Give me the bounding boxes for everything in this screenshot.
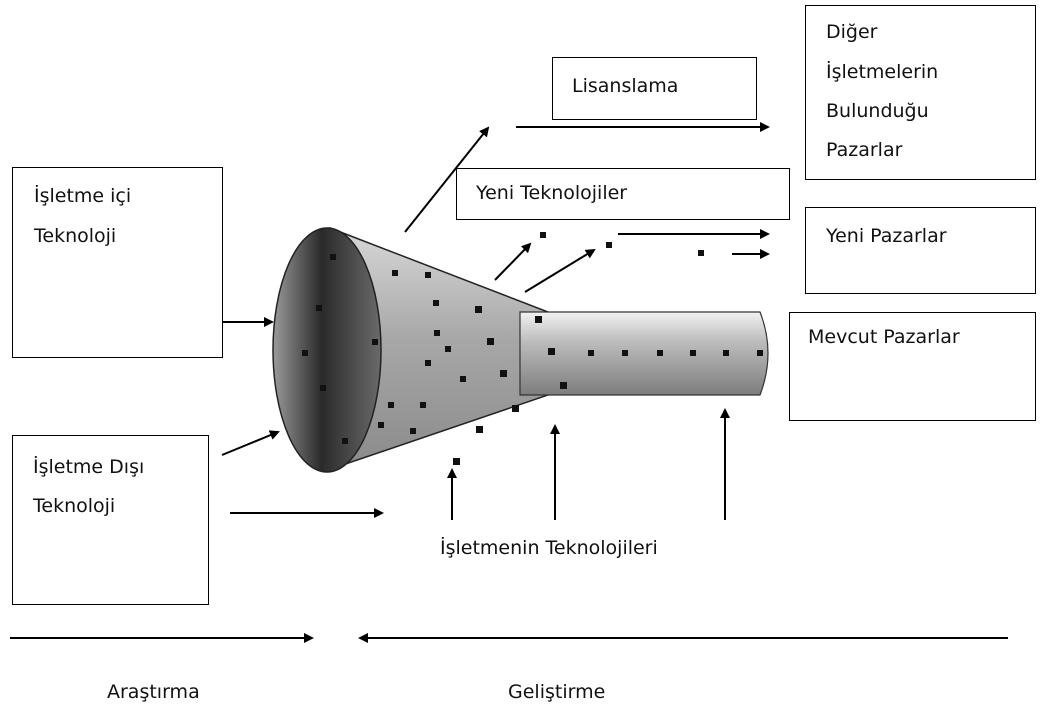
funnel-mouth (273, 228, 381, 472)
current-markets-label: Mevcut Pazarlar (808, 317, 960, 357)
arrow-new-tech-1 (495, 244, 530, 280)
external-tech-line1: İşletme Dışı (33, 447, 144, 487)
research-label: Araştırma (107, 672, 200, 712)
firm-technologies-label: İşletmenin Teknolojileri (440, 528, 658, 568)
arrow-new-tech-2 (525, 250, 594, 292)
internal-tech-line2: Teknoloji (34, 216, 116, 256)
internal-tech-line1: İşletme içi (34, 176, 131, 216)
licensing-label: Lisanslama (572, 66, 678, 106)
arrow-external-tech (222, 432, 278, 455)
development-label: Geliştirme (508, 672, 605, 712)
funnel-tube (520, 312, 768, 395)
other-markets-line4: Pazarlar (826, 131, 902, 169)
external-tech-line2: Teknoloji (33, 486, 115, 526)
other-markets-line3: Bulunduğu (826, 92, 929, 130)
other-markets-line2: İşletmelerin (826, 53, 938, 91)
new-markets-label: Yeni Pazarlar (826, 216, 947, 256)
new-technologies-label: Yeni Teknolojiler (476, 173, 627, 213)
other-markets-line1: Diğer (826, 13, 877, 51)
